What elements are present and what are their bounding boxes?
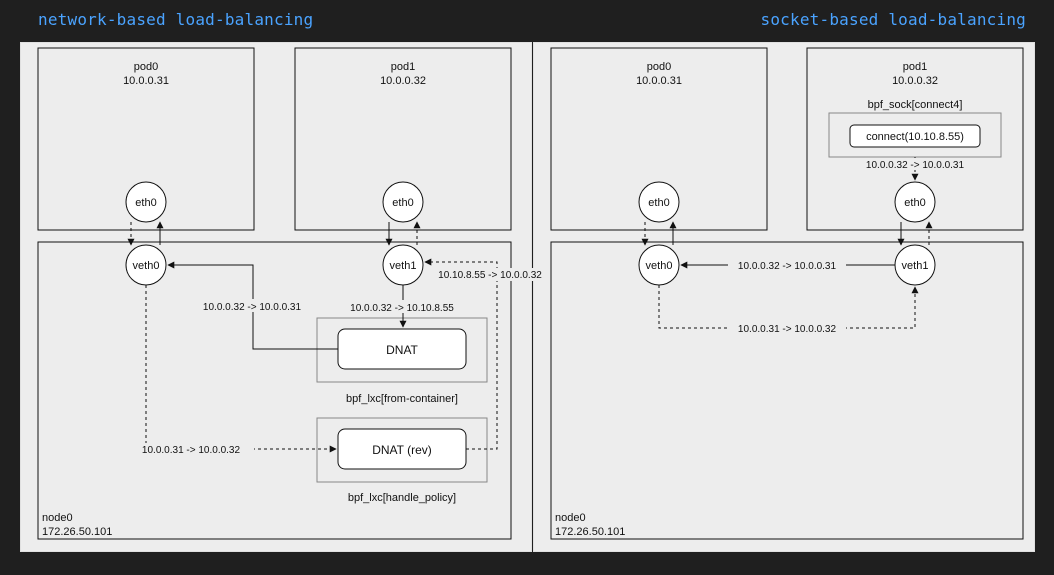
right-connect-call-label: connect(10.10.8.55)	[866, 131, 964, 143]
network-lb-title: network-based load-balancing	[38, 10, 314, 29]
left-pod1-box	[294, 47, 512, 231]
right-pod1-ip: 10.0.0.32	[892, 75, 938, 87]
left-handle-policy-label: bpf_lxc[handle_policy]	[348, 492, 456, 504]
left-veth1-label: veth1	[390, 260, 417, 272]
right-pod0-ip: 10.0.0.31	[636, 75, 682, 87]
right-flow-veth1-to-veth0: 10.0.0.32 -> 10.0.0.31	[738, 261, 837, 272]
left-node-ip: 172.26.50.101	[42, 526, 112, 538]
left-pod0-eth0-label: eth0	[135, 197, 156, 209]
right-flow-veth0-to-veth1: 10.0.0.31 -> 10.0.0.32	[738, 324, 837, 335]
left-handle-policy-box	[316, 417, 488, 483]
left-pod0-box	[37, 47, 255, 231]
left-pod1-eth0-label: eth0	[392, 197, 413, 209]
left-label-mask-3	[130, 443, 254, 456]
right-veth0-label: veth0	[646, 260, 673, 272]
left-from-container-label: bpf_lxc[from-container]	[346, 393, 458, 405]
left-pod1-eth0	[382, 181, 424, 223]
right-pod0-name: pod0	[647, 61, 671, 73]
right-connect-call-box	[849, 124, 981, 148]
right-node-ip: 172.26.50.101	[555, 526, 625, 538]
right-pod1-name: pod1	[903, 61, 927, 73]
right-connect4-label: bpf_sock[connect4]	[868, 99, 963, 111]
right-label-mask-1	[855, 158, 975, 170]
left-dnat-rev-label: DNAT (rev)	[372, 443, 432, 457]
left-from-container-box	[316, 317, 488, 383]
right-pod0-eth0-label: eth0	[648, 197, 669, 209]
right-pod1-eth0-label: eth0	[904, 197, 925, 209]
left-pod0-name: pod0	[134, 61, 158, 73]
right-pod1-box	[806, 47, 1024, 231]
left-pod0-ip: 10.0.0.31	[123, 75, 169, 87]
right-label-mask-3	[728, 322, 846, 334]
left-flow-rev-to-pod1: 10.10.8.55 -> 10.0.0.32	[438, 270, 542, 281]
left-flow-pod1-to-svc: 10.0.0.32 -> 10.10.8.55	[350, 303, 454, 314]
right-veth1-label: veth1	[902, 260, 929, 272]
left-flow-dnat-to-pod0: 10.0.0.32 -> 10.0.0.31	[203, 302, 302, 313]
socket-lb-title: socket-based load-balancing	[760, 10, 1026, 29]
right-pod1-eth0	[894, 181, 936, 223]
left-label-mask-1	[340, 300, 464, 313]
right-pod0-box	[550, 47, 768, 231]
right-pod0-eth0	[638, 181, 680, 223]
left-node-name: node0	[42, 512, 73, 524]
left-label-mask-2	[193, 299, 313, 312]
right-node-name: node0	[555, 512, 586, 524]
right-veth0-to-veth1-arrow	[658, 285, 919, 329]
left-pod1-name: pod1	[391, 61, 415, 73]
right-node-box	[550, 241, 1024, 540]
left-flow-pod0-reply: 10.0.0.31 -> 10.0.0.32	[142, 445, 241, 456]
right-label-mask-2	[728, 259, 846, 271]
left-dnat-rev-to-veth1-arrow	[424, 258, 498, 450]
left-pod1-ip: 10.0.0.32	[380, 75, 426, 87]
left-pod0-eth0	[125, 181, 167, 223]
right-flow-connect-rewrite: 10.0.0.32 -> 10.0.0.31	[866, 160, 965, 171]
left-veth0-label: veth0	[133, 260, 160, 272]
left-node-box	[37, 241, 512, 540]
left-label-mask-4	[428, 268, 552, 281]
left-dnat-label: DNAT	[386, 343, 418, 357]
